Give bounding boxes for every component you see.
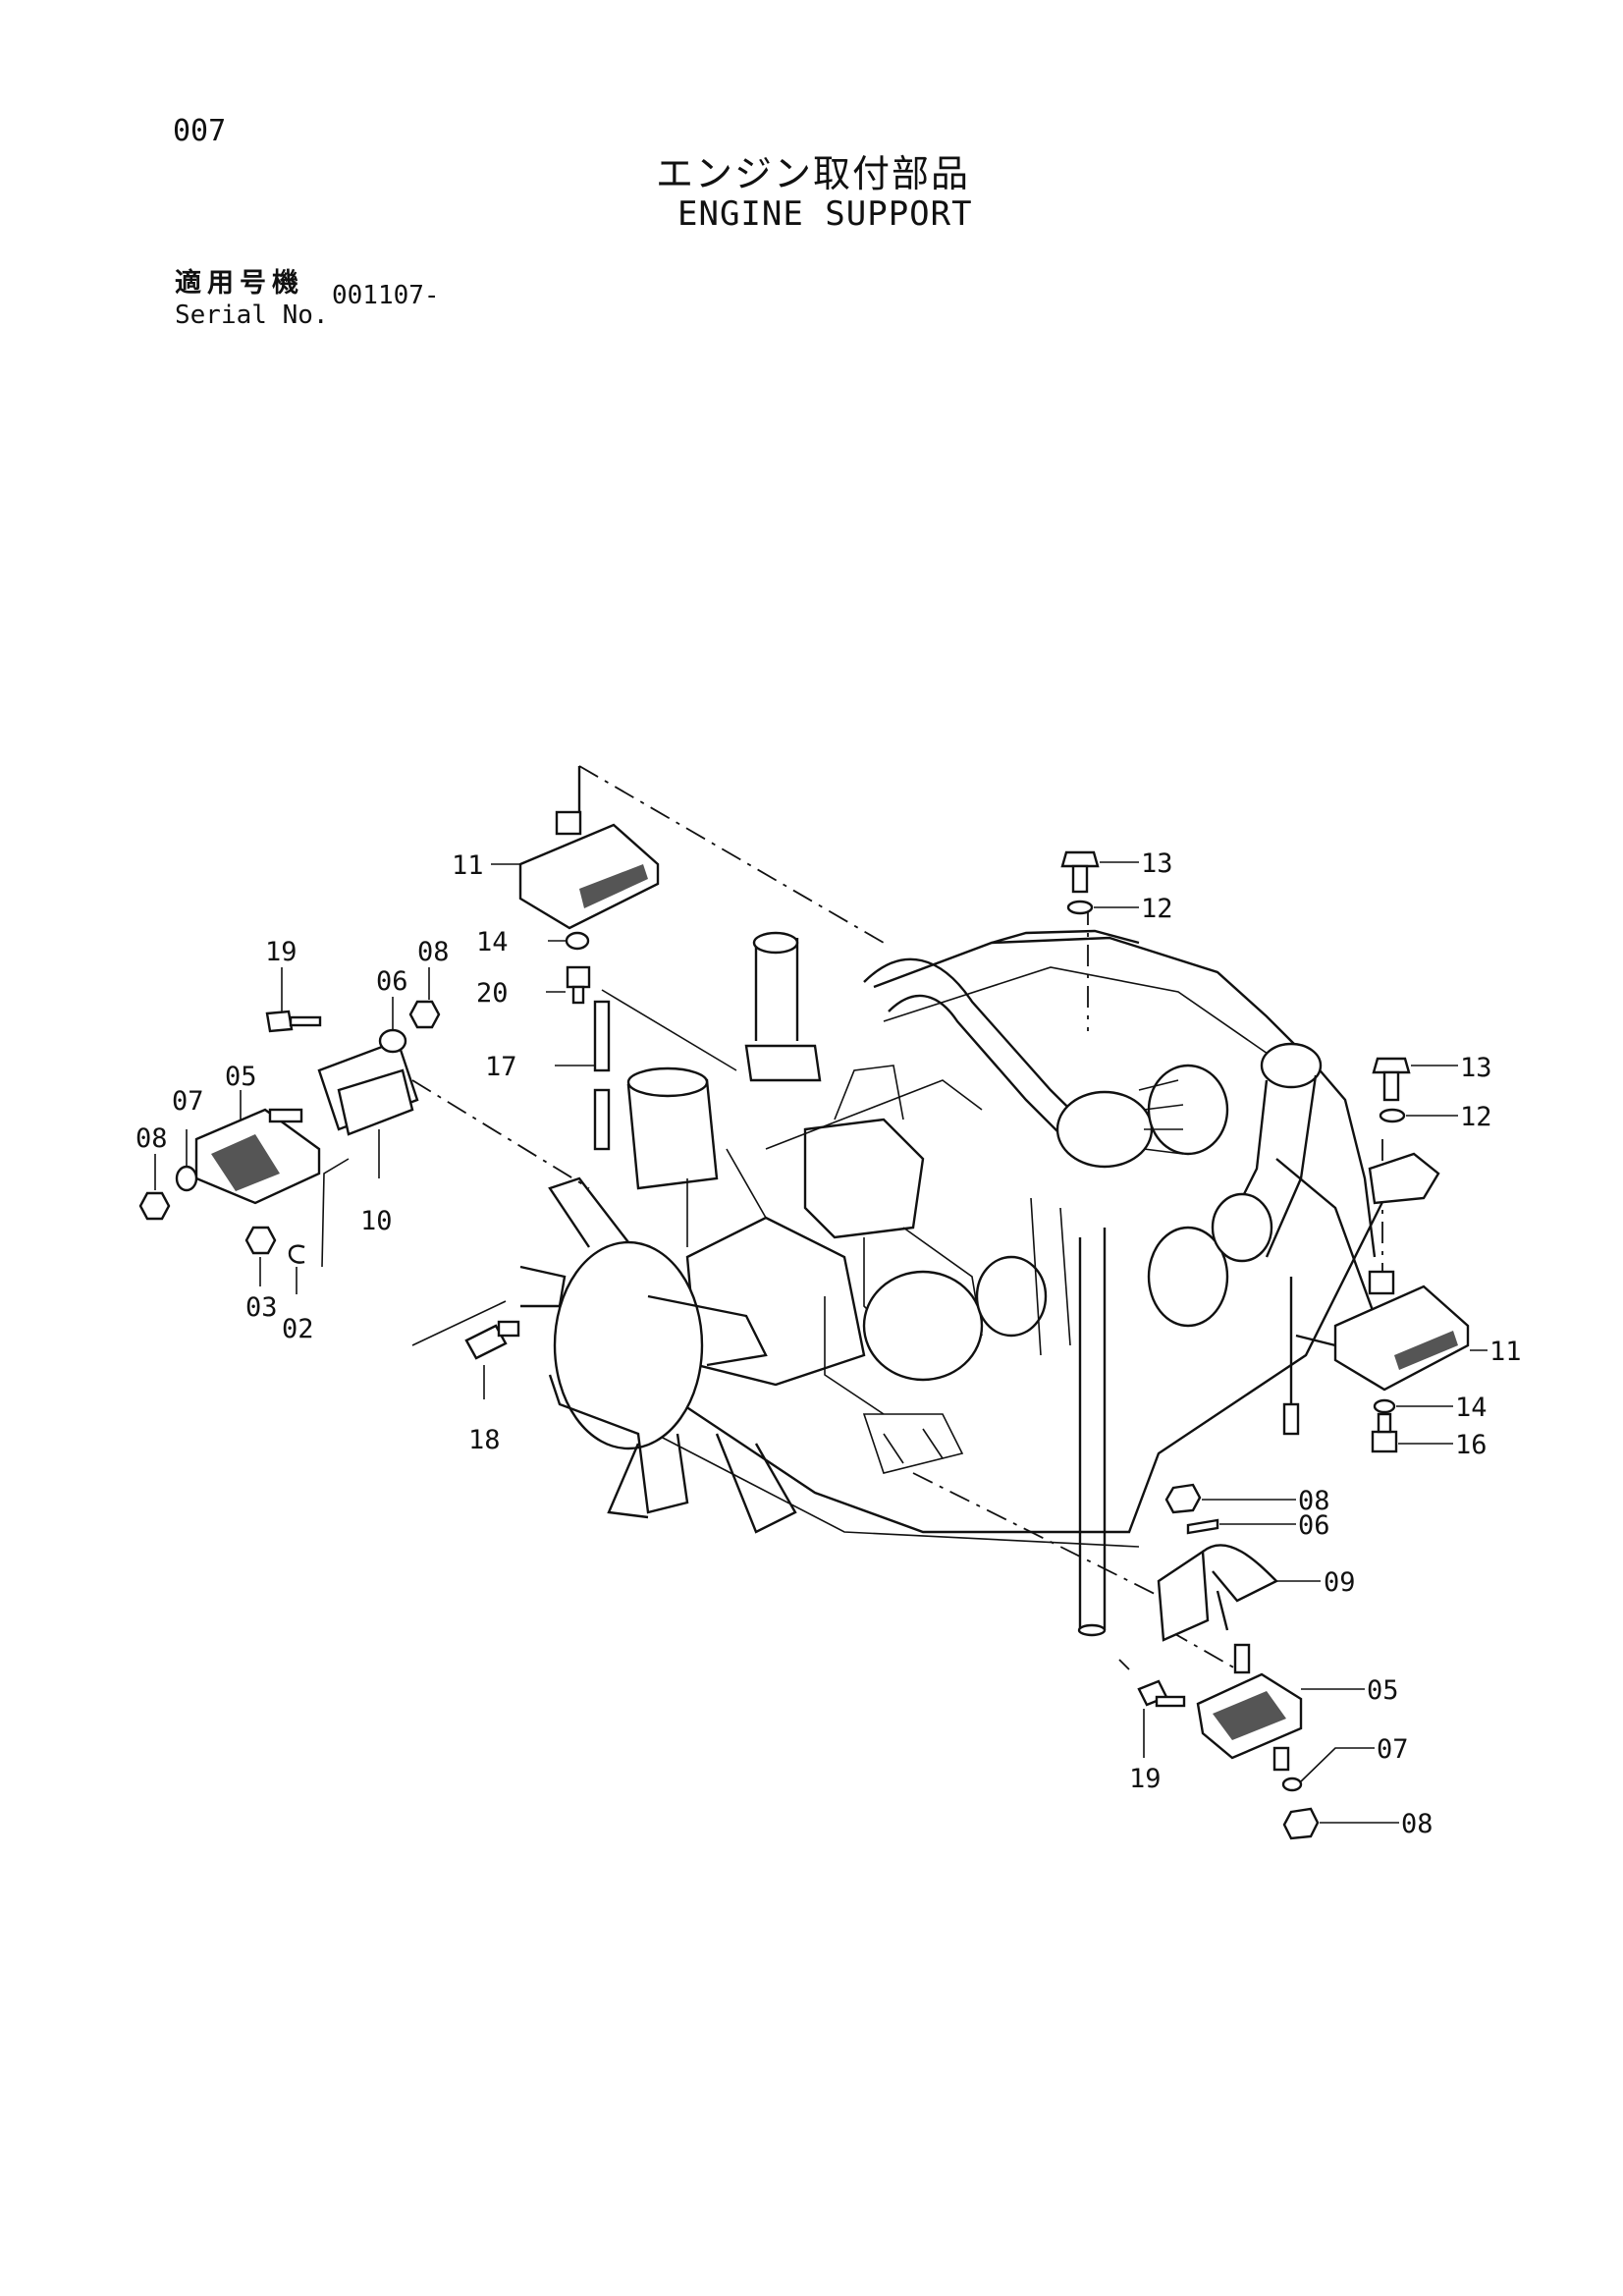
mount-rubber-br bbox=[1196, 1643, 1303, 1772]
callout-13-right: 13 bbox=[1460, 1053, 1492, 1083]
callout-02: 02 bbox=[282, 1314, 314, 1344]
page-number: 007 bbox=[173, 114, 227, 148]
bracket-10 bbox=[317, 1039, 419, 1136]
mount-rubber-left bbox=[194, 1108, 321, 1205]
callout-12-right: 12 bbox=[1460, 1102, 1492, 1132]
washer-06-br bbox=[1186, 1518, 1219, 1535]
nut-03 bbox=[244, 1226, 277, 1255]
callout-18: 18 bbox=[468, 1425, 501, 1455]
callout-05-br: 05 bbox=[1367, 1675, 1399, 1706]
bracket-09 bbox=[1157, 1544, 1279, 1642]
callout-labels: 11 13 12 14 20 17 19 06 08 05 07 08 10 0… bbox=[135, 848, 1522, 1839]
engine-block-drawing bbox=[519, 929, 1396, 1637]
callout-06-br: 06 bbox=[1298, 1510, 1330, 1541]
page-title-japanese: エンジン取付部品 bbox=[656, 152, 971, 195]
callout-10: 10 bbox=[360, 1206, 393, 1236]
washer-12-top bbox=[1066, 900, 1094, 915]
washer-14-right bbox=[1373, 1398, 1396, 1414]
serial-number-value: 001107- bbox=[332, 281, 440, 310]
washer-07-br bbox=[1281, 1777, 1303, 1792]
callout-07-left: 07 bbox=[172, 1086, 204, 1117]
serial-label: Serial No. bbox=[175, 301, 329, 330]
page-title: ENGINE SUPPORT bbox=[677, 194, 973, 234]
callout-13-top: 13 bbox=[1141, 848, 1173, 879]
callout-08-left: 08 bbox=[135, 1123, 168, 1154]
nut-08-br-top bbox=[1164, 1483, 1202, 1514]
bolt-19-left bbox=[265, 1010, 322, 1033]
bolt-13-top bbox=[1060, 850, 1100, 894]
mount-rubber-right bbox=[1333, 1270, 1470, 1392]
callout-14-top: 14 bbox=[476, 927, 509, 957]
callout-11-top: 11 bbox=[452, 850, 484, 881]
bolt-13-right bbox=[1372, 1057, 1411, 1102]
alignment-lines bbox=[321, 765, 1383, 1670]
clip-02 bbox=[288, 1244, 305, 1264]
bolt-20 bbox=[566, 965, 591, 1005]
callout-12-top: 12 bbox=[1141, 894, 1173, 924]
washer-14-top bbox=[565, 931, 590, 951]
callout-20: 20 bbox=[476, 978, 509, 1009]
sensor-18 bbox=[464, 1320, 520, 1360]
serial-label-japanese: 適用号機 bbox=[175, 268, 304, 299]
bolt-16 bbox=[1371, 1412, 1398, 1453]
leader-lines bbox=[154, 861, 1488, 1824]
spacer-block bbox=[1368, 1152, 1440, 1205]
callout-19-br: 19 bbox=[1129, 1764, 1162, 1794]
callout-14-right: 14 bbox=[1455, 1393, 1488, 1423]
nut-08-left-top bbox=[408, 1000, 441, 1029]
callout-07-br: 07 bbox=[1377, 1734, 1409, 1765]
mount-rubber-top bbox=[518, 766, 660, 930]
callout-11-right: 11 bbox=[1489, 1337, 1522, 1367]
callout-06-left: 06 bbox=[376, 966, 408, 997]
callout-17: 17 bbox=[485, 1052, 517, 1082]
callout-08-br-bottom: 08 bbox=[1401, 1809, 1434, 1839]
washer-06-left bbox=[378, 1028, 407, 1054]
callout-03: 03 bbox=[245, 1292, 278, 1323]
washer-12-right bbox=[1379, 1108, 1406, 1123]
callout-19-left: 19 bbox=[265, 937, 298, 967]
callout-16: 16 bbox=[1455, 1430, 1488, 1460]
callout-08-br-top: 08 bbox=[1298, 1486, 1330, 1516]
nut-08-br-bottom bbox=[1282, 1807, 1320, 1840]
callout-05-left: 05 bbox=[225, 1062, 257, 1092]
nut-08-left bbox=[138, 1191, 171, 1221]
callout-09: 09 bbox=[1324, 1567, 1356, 1598]
bolt-19-br bbox=[1137, 1679, 1186, 1708]
stud-17 bbox=[593, 1000, 611, 1151]
washer-07-left bbox=[175, 1165, 198, 1192]
callout-08-left-top: 08 bbox=[417, 937, 450, 967]
